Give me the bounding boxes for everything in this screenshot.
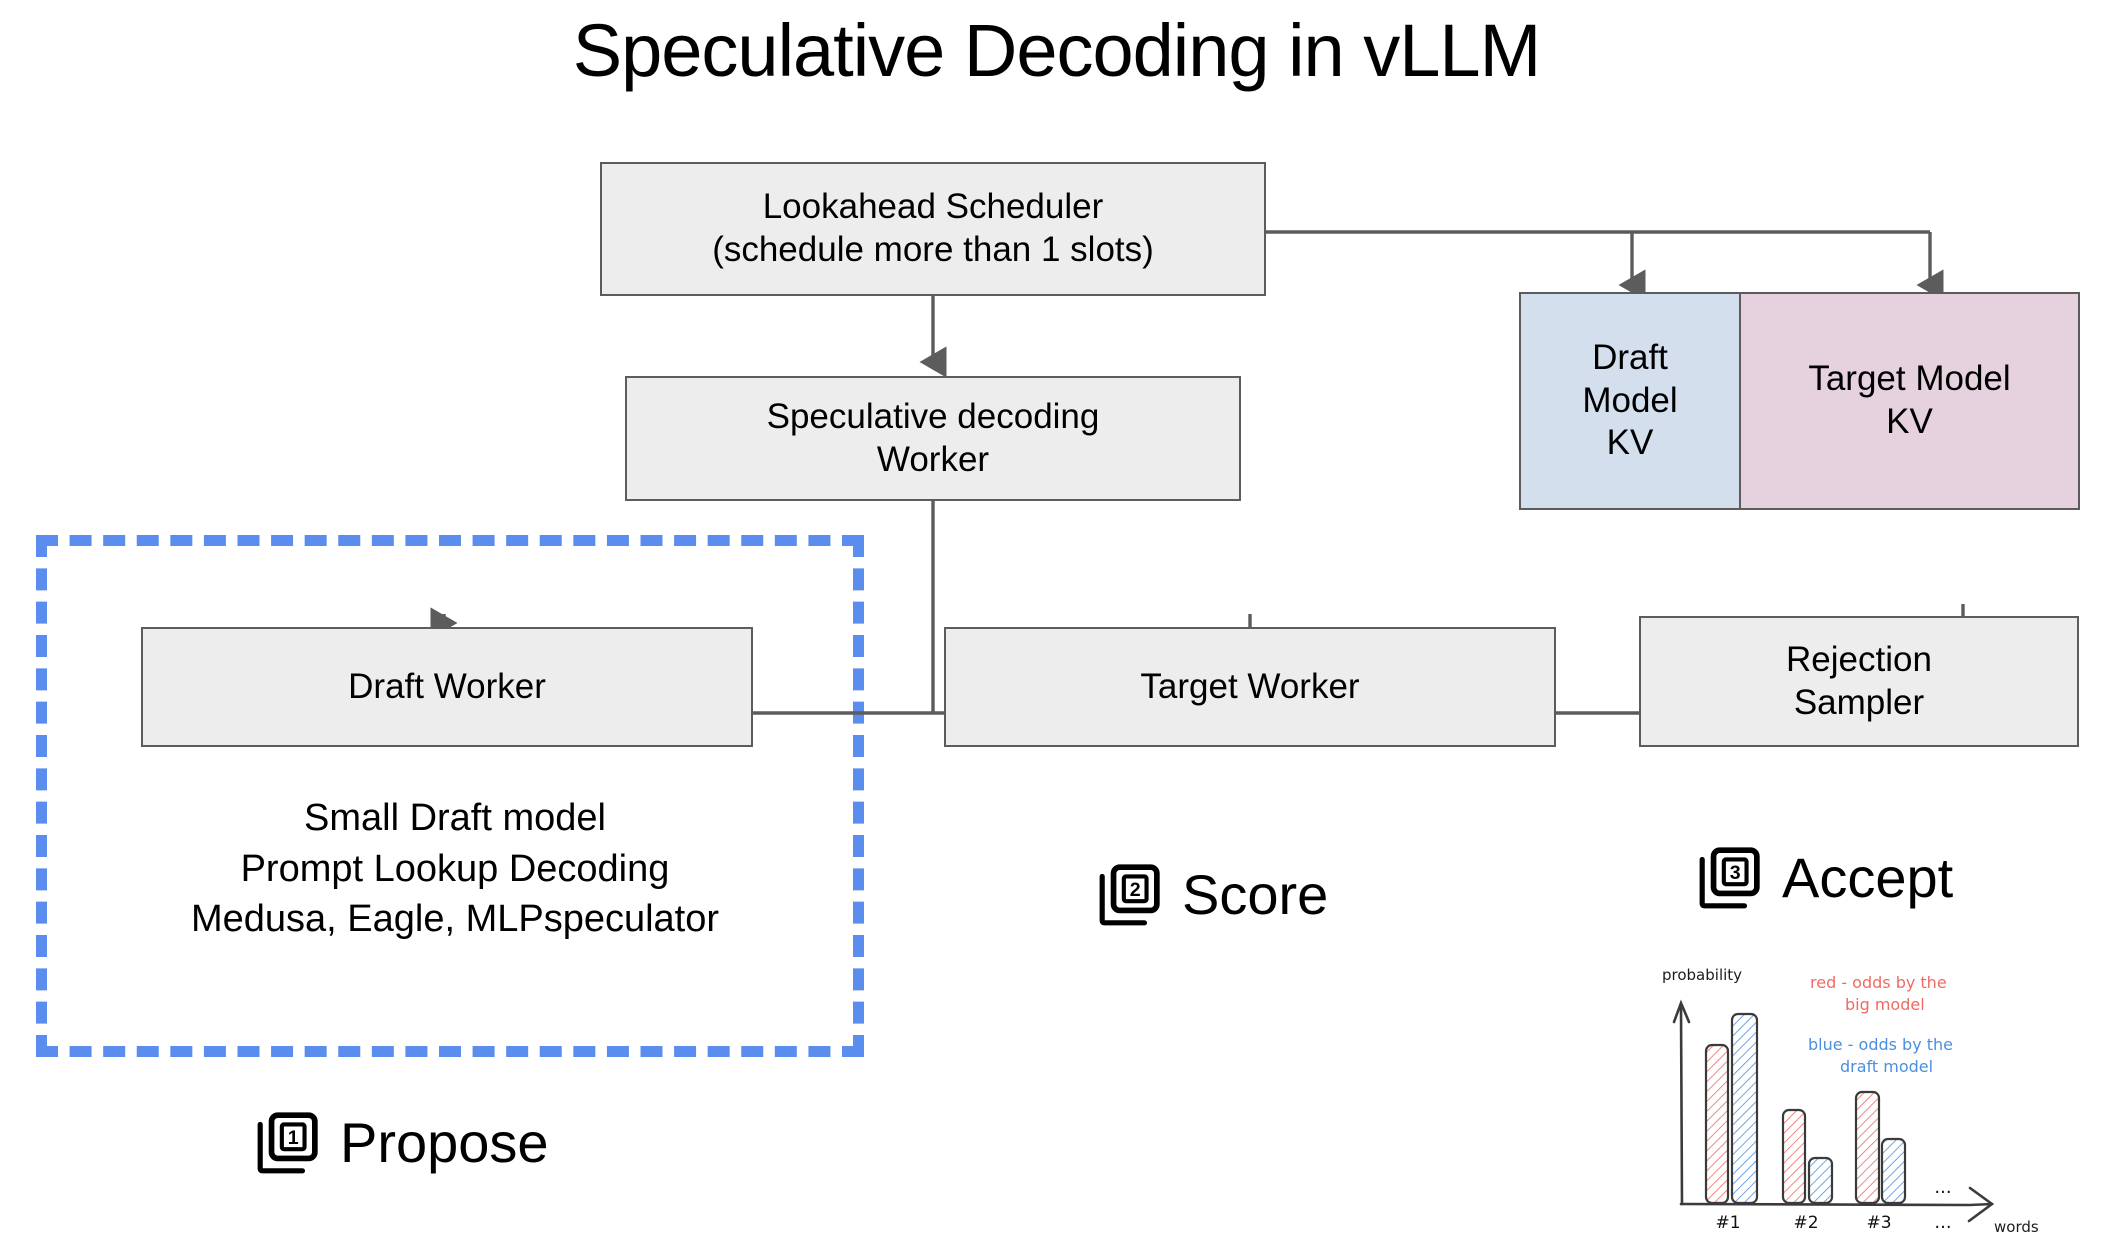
step-marker-score: 2 Score xyxy=(1096,862,1328,928)
box-rejection-sampler[interactable]: Rejection Sampler xyxy=(1639,616,2079,747)
step-label-propose: Propose xyxy=(340,1111,549,1174)
box-rejection-sampler-label: Rejection Sampler xyxy=(1786,639,1932,722)
propose-highlight-region xyxy=(36,535,864,1057)
step-label-score: Score xyxy=(1182,863,1329,926)
step-number-1: 1 xyxy=(288,1127,299,1149)
page-title: Speculative Decoding in vLLM xyxy=(572,9,1541,92)
box-speculative-decoding-worker[interactable]: Speculative decoding Worker xyxy=(625,376,1241,501)
stacked-cards-1-icon: 1 xyxy=(257,1112,318,1174)
bar-red-2 xyxy=(1781,1108,1807,1205)
chart-ellipsis-bottom: ... xyxy=(1934,1212,1951,1233)
bar-blue-1 xyxy=(1730,1012,1759,1205)
box-target-model-kv-label: Target Model KV xyxy=(1808,359,2011,441)
bar-blue-2 xyxy=(1807,1156,1834,1205)
chart-xlabel: words xyxy=(1994,1218,2039,1236)
bar-blue-3 xyxy=(1880,1137,1907,1205)
chart-legend-blue-line2: draft model xyxy=(1840,1057,1933,1076)
bar-red-3 xyxy=(1854,1090,1881,1205)
box-lookahead-scheduler-label: Lookahead Scheduler (schedule more than … xyxy=(712,187,1154,269)
accept-probability-chart: probability words #1 #2 #3 ... ... red -… xyxy=(1662,966,2039,1236)
step-number-3: 3 xyxy=(1730,862,1741,884)
box-target-model-kv[interactable]: Target Model KV xyxy=(1739,292,2080,510)
step-label-accept: Accept xyxy=(1782,846,1954,909)
box-target-worker-label: Target Worker xyxy=(1140,666,1360,706)
chart-legend-blue-line1: blue - odds by the xyxy=(1808,1035,1953,1054)
box-draft-model-kv[interactable]: Draft Model KV xyxy=(1519,292,1741,510)
box-target-worker[interactable]: Target Worker xyxy=(944,627,1556,747)
stacked-cards-3-icon: 3 xyxy=(1699,847,1760,909)
step-marker-propose: 1 Propose xyxy=(254,1110,549,1176)
chart-legend-red-line2: big model xyxy=(1845,995,1925,1014)
chart-xtick-3: #3 xyxy=(1866,1213,1891,1233)
step-number-2: 2 xyxy=(1130,879,1141,901)
chart-ellipsis-top: ... xyxy=(1934,1177,1951,1198)
box-draft-model-kv-label: Draft Model KV xyxy=(1582,337,1678,463)
step-marker-accept: 3 Accept xyxy=(1696,845,1953,911)
draft-worker-details: Small Draft model Prompt Lookup Decoding… xyxy=(190,797,720,941)
box-draft-worker[interactable]: Draft Worker xyxy=(141,627,753,747)
box-draft-worker-label: Draft Worker xyxy=(348,666,546,706)
stacked-cards-2-icon: 2 xyxy=(1099,864,1160,926)
chart-ylabel: probability xyxy=(1662,966,1742,984)
chart-legend-red-line1: red - odds by the xyxy=(1810,973,1947,992)
box-speculative-decoding-worker-label: Speculative decoding Worker xyxy=(766,396,1100,479)
chart-xtick-1: #1 xyxy=(1715,1213,1740,1233)
chart-xtick-2: #2 xyxy=(1793,1213,1818,1233)
box-lookahead-scheduler[interactable]: Lookahead Scheduler (schedule more than … xyxy=(600,162,1266,296)
bar-red-1 xyxy=(1704,1043,1730,1205)
